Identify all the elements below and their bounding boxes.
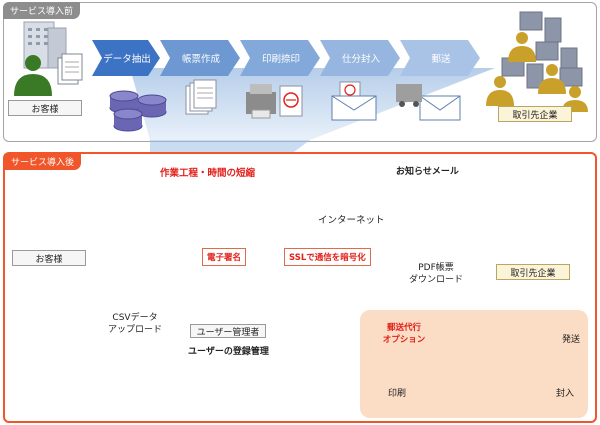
before-customer-person-icon: [14, 55, 52, 96]
ssl-label: SSLで通信を暗号化: [284, 248, 371, 266]
pdf-line-2: ダウンロード: [408, 275, 463, 285]
stamp-document-icon: [279, 85, 303, 117]
option-line-1: 郵送代行: [386, 323, 421, 333]
pdf-caption: PDF帳票 ダウンロード: [398, 262, 474, 286]
mail-envelope-icon: [419, 95, 461, 121]
before-partner-icons: [486, 11, 588, 112]
before-steps: [92, 40, 480, 76]
after-auto-label: 帳票化から 配信まで 全自動！: [172, 194, 240, 236]
pdf-line-1: PDF帳票: [418, 263, 454, 273]
internet-label: インターネット: [318, 215, 385, 226]
document-stack-icon: [185, 79, 217, 115]
enclose-envelope-icon: [331, 81, 377, 121]
csv-line-1: CSVデータ: [112, 313, 158, 323]
printer-icon: [246, 84, 276, 119]
before-step-create: 帳票作成: [181, 54, 220, 65]
csv-line-2: アップロード: [107, 325, 162, 335]
user-admin-label: ユーザー管理者: [190, 324, 266, 338]
after-partner-label: 取引先企業: [496, 264, 570, 280]
before-step-mail: 郵送: [431, 54, 451, 65]
shorten-label: 作業工程・時間の短縮: [160, 168, 256, 179]
print-label: 印刷: [388, 389, 407, 399]
before-step-extract: データ抽出: [103, 54, 151, 65]
before-tag: サービス導入前: [3, 2, 81, 19]
csv-badge: CSV: [117, 281, 134, 290]
option-label: 郵送代行 オプション: [370, 322, 438, 346]
auto-line-3: 全自動！: [187, 221, 224, 231]
csv-caption: CSVデータ アップロード: [100, 312, 170, 336]
before-partner-label: 取引先企業: [498, 106, 572, 122]
mail-truck-icon: [396, 84, 422, 107]
send-label: 発送: [562, 335, 581, 345]
auto-line-2: 配信まで: [187, 208, 224, 218]
esign-label: 電子署名: [202, 248, 247, 266]
before-document-icon: [57, 53, 83, 85]
pdf-badge: PDF: [410, 245, 427, 254]
after-step-extract: データ抽出: [104, 210, 152, 221]
enclose-label: 封入: [556, 389, 575, 399]
mail-option-panel: [360, 310, 588, 418]
auto-line-1: 帳票化から: [183, 195, 229, 205]
before-step-print: 印刷捺印: [261, 54, 300, 65]
notify-label: お知らせメール: [396, 167, 459, 177]
before-customer-label: お客様: [8, 100, 82, 116]
after-customer-label: お客様: [12, 250, 86, 266]
user-registration-label: ユーザーの登録管理: [188, 347, 269, 357]
before-step-enclose: 仕分封入: [341, 54, 380, 65]
after-tag: サービス導入後: [4, 153, 82, 170]
option-line-2: オプション: [382, 335, 426, 345]
database-icon: [109, 90, 167, 132]
